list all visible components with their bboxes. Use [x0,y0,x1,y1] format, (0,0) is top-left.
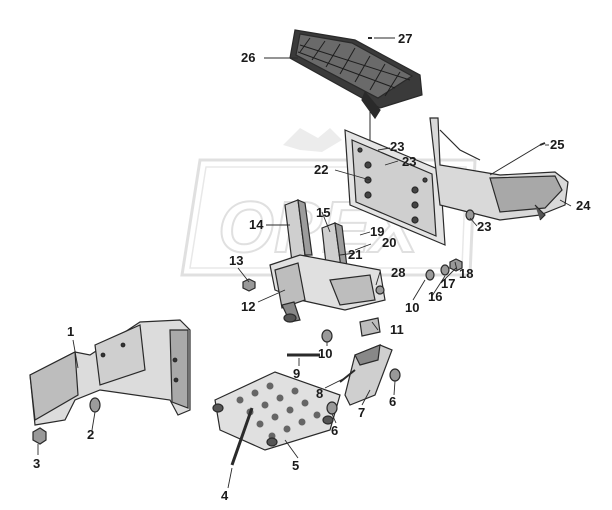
callout-3: 3 [33,456,41,471]
callout-19: 19 [370,224,385,239]
part-24-side-bracket [429,117,569,221]
callout-8: 8 [316,386,324,401]
callout-23-right: 23 [477,219,492,234]
callout-24: 24 [576,198,591,213]
part-12-hinge-bracket [269,254,386,323]
callout-1: 1 [67,324,75,339]
callout-26: 26 [241,50,256,65]
part-1-main-arm [29,319,191,426]
part-2-bushing [89,397,101,413]
callout-6-right: 6 [389,394,397,409]
callout-7: 7 [358,405,366,420]
callout-10-upper: 10 [405,300,420,315]
callout-9: 9 [293,366,301,381]
callout-11: 11 [390,322,404,337]
callout-23-middle: 23 [402,154,417,169]
callout-22: 22 [314,162,329,177]
callout-21: 21 [348,247,363,262]
hardware-parts [230,209,475,466]
callout-14: 14 [249,217,264,232]
part-11-clip [359,317,381,337]
callout-17: 17 [441,276,456,291]
callout-20: 20 [382,235,397,250]
callout-6-left: 6 [331,423,339,438]
part-22-mount-plate [344,129,446,246]
callout-27: 27 [398,31,413,46]
part-5-lower-step [212,371,341,451]
callout-18: 18 [459,266,474,281]
leader-lines [37,37,572,489]
part-26-top-step [289,29,423,120]
callout-12: 12 [241,299,256,314]
part-3-nut [32,427,47,445]
callout-13: 13 [229,253,244,268]
callout-25: 25 [550,137,565,152]
callout-23-top: 23 [390,139,405,154]
callout-2: 2 [87,427,95,442]
callout-4: 4 [221,488,229,503]
callout-5: 5 [292,458,300,473]
part-7-bracket [344,344,393,406]
callout-10-lower: 10 [318,346,333,361]
callout-15: 15 [316,205,331,220]
callout-16: 16 [428,289,443,304]
callout-28: 28 [391,265,406,280]
